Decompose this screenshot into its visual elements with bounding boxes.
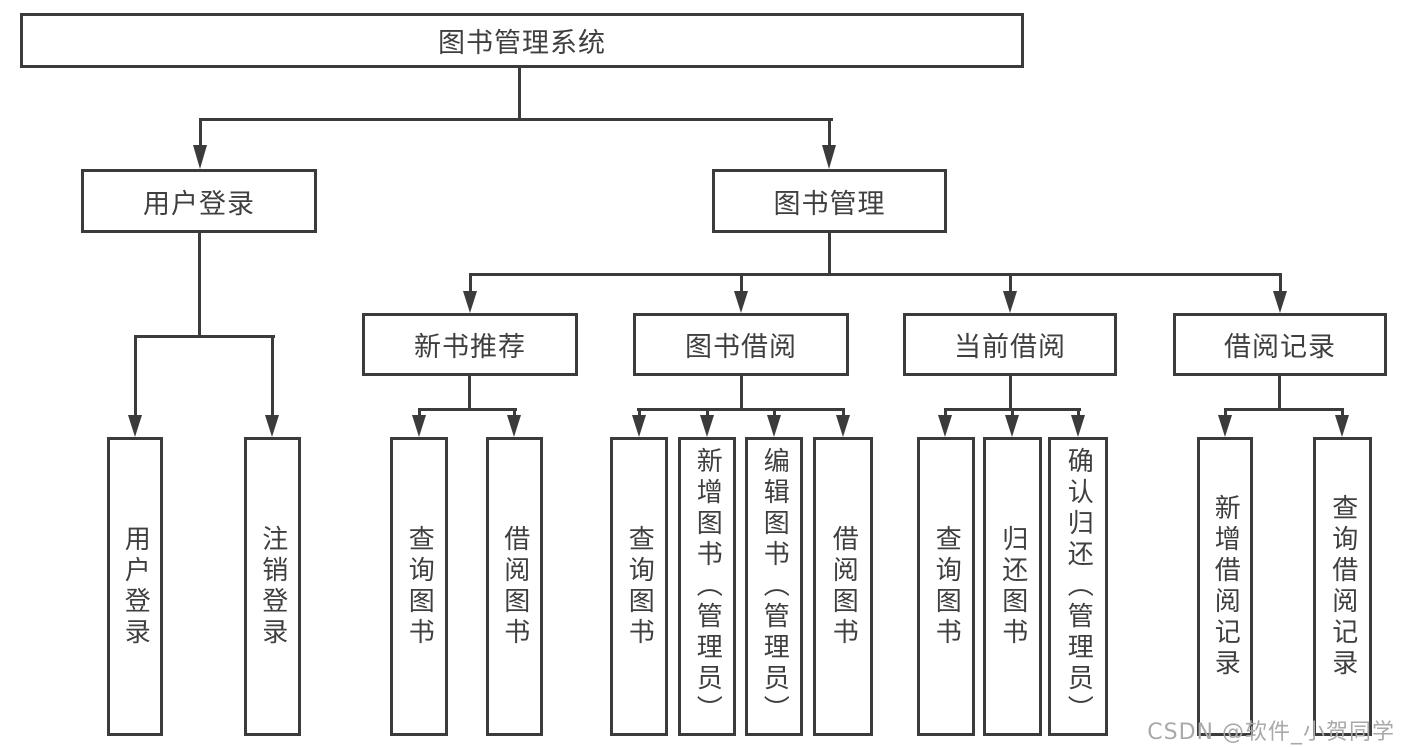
connector-drop-leaf xyxy=(418,408,421,418)
arrow-down-icon xyxy=(1218,415,1232,437)
node-book-mgmt: 图书管理 xyxy=(712,169,947,233)
csdn-watermark: CSDN @软件_小贺同学 xyxy=(1147,720,1395,745)
arrow-down-icon xyxy=(193,145,207,169)
leaf-add-borrow-record: 新增借阅记录 xyxy=(1197,437,1253,736)
leaf-query-books: 查询图书 xyxy=(610,437,668,736)
connector-drop-user-login xyxy=(199,118,202,150)
connector-drop-leaf xyxy=(134,335,137,417)
arrow-down-icon xyxy=(767,415,781,437)
arrow-down-icon xyxy=(1335,415,1349,437)
connector-drop-current-borrow xyxy=(1009,273,1012,293)
leaf-query-books: 查询图书 xyxy=(390,437,448,736)
connector-drop-book-mgmt xyxy=(828,118,831,150)
connector-drop-leaf xyxy=(638,408,641,418)
leaf-query-borrow-record: 查询借阅记录 xyxy=(1313,437,1372,736)
leaf-logout: 注销登录 xyxy=(244,437,301,736)
connector-book-mgmt-bus xyxy=(469,273,1282,276)
leaf-borrow-books: 借阅图书 xyxy=(813,437,873,736)
arrow-down-icon xyxy=(128,415,142,437)
connector-book-borrow-stem xyxy=(740,376,743,408)
arrow-down-icon xyxy=(463,291,477,313)
leaf-user-login: 用户登录 xyxy=(107,437,163,736)
connector-borrow-records-bus xyxy=(1224,408,1344,411)
connector-book-borrow-bus xyxy=(637,408,845,411)
arrow-down-icon xyxy=(265,415,279,437)
node-borrow-records: 借阅记录 xyxy=(1173,313,1387,376)
connector-drop-leaf xyxy=(842,408,845,418)
arrow-down-icon xyxy=(938,415,952,437)
connector-book-mgmt-stem xyxy=(828,233,831,273)
arrow-down-icon xyxy=(1003,291,1017,313)
connector-user-login-stem xyxy=(198,233,201,335)
node-book-borrow: 图书借阅 xyxy=(633,313,849,376)
node-user-login: 用户登录 xyxy=(81,169,317,233)
connector-user-login-bus xyxy=(134,335,275,338)
node-new-books: 新书推荐 xyxy=(362,313,578,376)
connector-root-stem xyxy=(518,68,521,118)
connector-drop-leaf xyxy=(271,335,274,417)
leaf-borrow-books: 借阅图书 xyxy=(486,437,543,736)
arrow-down-icon xyxy=(1005,415,1019,437)
arrow-down-icon xyxy=(822,145,836,169)
connector-drop-leaf xyxy=(1077,408,1080,418)
connector-drop-book-borrow xyxy=(740,273,743,293)
connector-drop-leaf xyxy=(1011,408,1014,418)
connector-drop-leaf xyxy=(1224,408,1227,418)
leaf-edit-books-admin: 编辑图书（管理员） xyxy=(745,437,803,736)
connector-drop-borrow-records xyxy=(1279,273,1282,293)
arrow-down-icon xyxy=(412,415,426,437)
arrow-down-icon xyxy=(1071,415,1085,437)
connector-new-books-stem xyxy=(468,376,471,408)
leaf-query-books: 查询图书 xyxy=(917,437,975,736)
arrow-down-icon xyxy=(632,415,646,437)
connector-drop-leaf xyxy=(1341,408,1344,418)
leaf-confirm-return-admin: 确认归还（管理员） xyxy=(1048,437,1108,736)
arrow-down-icon xyxy=(507,415,521,437)
arrow-down-icon xyxy=(836,415,850,437)
arrow-down-icon xyxy=(1273,291,1287,313)
arrow-down-icon xyxy=(734,291,748,313)
connector-drop-leaf xyxy=(773,408,776,418)
connector-current-borrow-stem xyxy=(1009,376,1012,408)
connector-drop-leaf xyxy=(513,408,516,418)
connector-root-bus xyxy=(199,118,833,121)
connector-drop-new-books xyxy=(469,273,472,293)
connector-drop-leaf xyxy=(706,408,709,418)
connector-borrow-records-stem xyxy=(1278,376,1281,408)
leaf-return-books: 归还图书 xyxy=(983,437,1042,736)
node-current-borrow: 当前借阅 xyxy=(903,313,1117,376)
connector-new-books-bus xyxy=(418,408,517,411)
leaf-add-books-admin: 新增图书（管理员） xyxy=(678,437,736,736)
arrow-down-icon xyxy=(700,415,714,437)
connector-drop-leaf xyxy=(944,408,947,418)
node-library-system: 图书管理系统 xyxy=(20,13,1024,68)
